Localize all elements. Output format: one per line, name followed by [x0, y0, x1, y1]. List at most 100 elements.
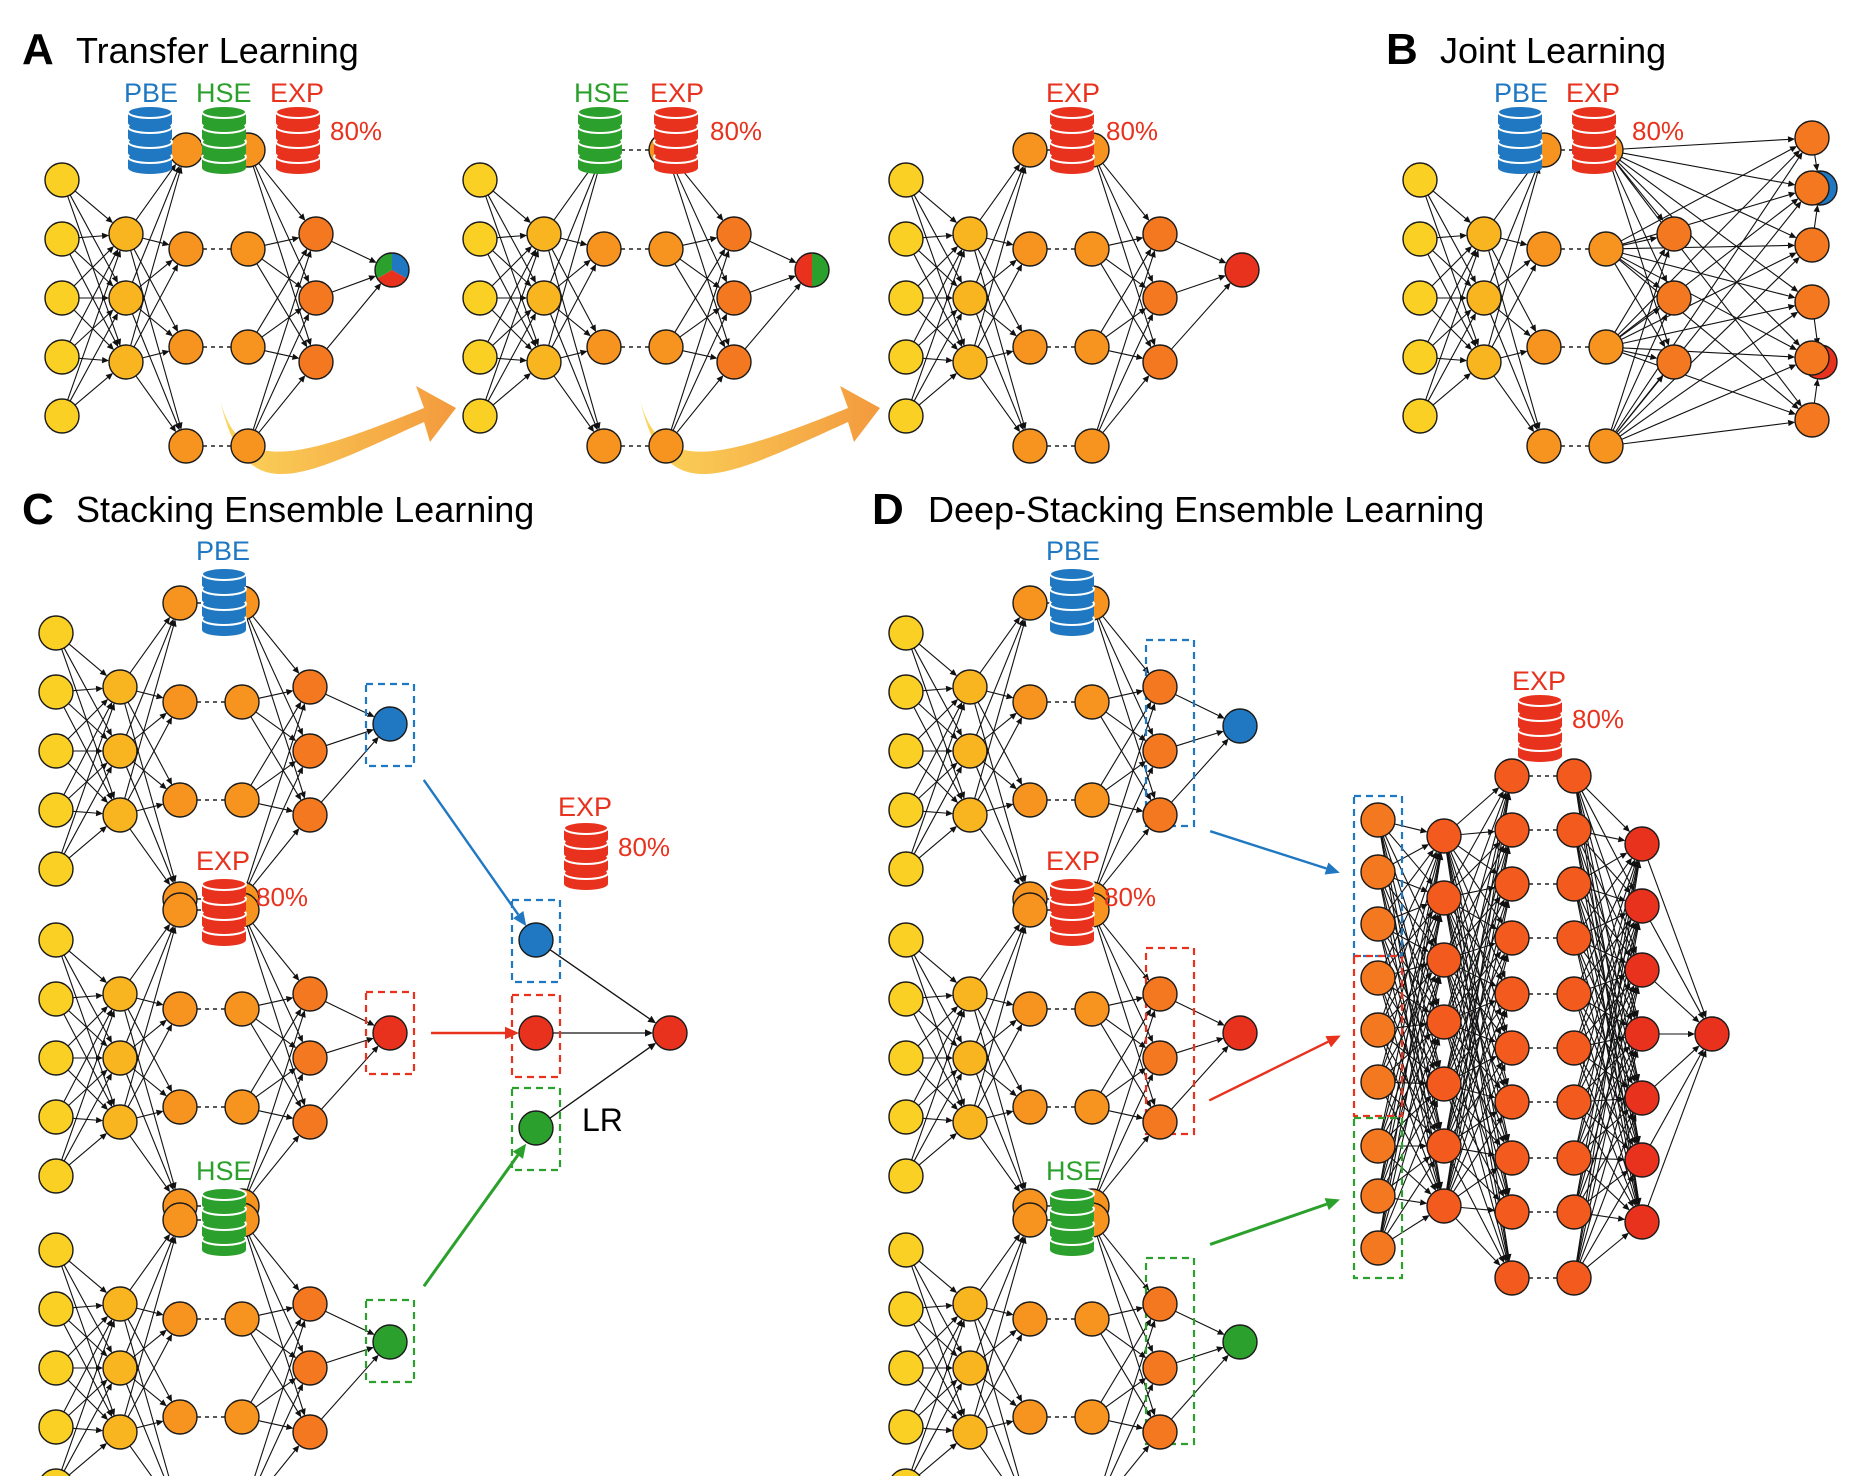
- final-output-exp: [1694, 1016, 1730, 1052]
- arrowhead: [159, 782, 167, 790]
- database-disk-top: [1497, 105, 1543, 119]
- database-icon: [653, 105, 699, 174]
- arrowhead: [1013, 923, 1021, 932]
- label-exp-share: 80%: [1632, 116, 1685, 146]
- arrowhead: [950, 732, 958, 740]
- connection-arrow: [125, 1242, 172, 1353]
- input-node: [1402, 339, 1438, 375]
- hidden-node: [162, 991, 198, 1027]
- connection-arrow: [982, 1068, 1012, 1093]
- connection-arrow: [258, 1110, 287, 1118]
- connection-arrow: [69, 194, 116, 278]
- label-exp-share: 80%: [1106, 116, 1159, 146]
- connection-arrow: [63, 706, 110, 794]
- hidden-node: [1142, 280, 1178, 316]
- arrowhead: [1144, 1099, 1152, 1108]
- database-disk-top: [201, 877, 247, 891]
- arrowhead: [1013, 1233, 1021, 1242]
- input-node: [1402, 280, 1438, 316]
- arrowhead: [1652, 307, 1661, 315]
- connection-arrow: [551, 269, 594, 348]
- connection-arrow: [672, 319, 725, 431]
- arrowhead: [721, 313, 727, 322]
- output-node-outline: [794, 252, 830, 288]
- connection-arrow: [1493, 375, 1531, 427]
- connection-arrow: [749, 240, 791, 261]
- arrowhead: [523, 372, 532, 380]
- input-node: [888, 1232, 924, 1268]
- connection-arrow: [487, 194, 534, 278]
- database-disk: [202, 934, 246, 946]
- database-icon: [563, 821, 609, 890]
- arrowhead: [524, 342, 532, 350]
- arrowhead: [159, 712, 167, 720]
- connection-arrow: [67, 1010, 104, 1047]
- connection-arrow: [974, 1242, 1024, 1416]
- arrowhead: [1005, 802, 1014, 809]
- connection-arrow: [1175, 1000, 1219, 1023]
- connection-arrow: [326, 288, 378, 350]
- input-node: [38, 615, 74, 651]
- output-node-outline: [374, 252, 410, 288]
- arrowhead: [1649, 353, 1658, 360]
- input-node: [38, 1040, 74, 1076]
- arrowhead: [163, 923, 171, 932]
- database-disk-top: [1571, 105, 1617, 119]
- database-disk-top: [201, 567, 247, 581]
- arrowhead: [165, 1334, 173, 1342]
- connection-arrow: [1380, 921, 1441, 1232]
- output-node-pbe: [372, 706, 408, 742]
- arrowhead: [174, 422, 180, 431]
- connection-arrow: [325, 1000, 369, 1023]
- arrowhead: [1135, 806, 1144, 813]
- connection-arrow: [254, 319, 307, 431]
- arrowhead: [366, 1346, 374, 1353]
- connection-arrow: [1619, 202, 1794, 338]
- arrowhead: [1792, 338, 1801, 346]
- arrowhead: [367, 1019, 375, 1026]
- arrowhead: [300, 248, 308, 257]
- deep-hidden-node: [1494, 1260, 1530, 1296]
- connection-arrow: [1621, 352, 1790, 413]
- arrowhead: [1813, 378, 1820, 387]
- hidden-node: [1142, 733, 1178, 769]
- hse-selection-box: [510, 1086, 562, 1172]
- connection-arrow: [918, 830, 953, 859]
- input-node: [1402, 398, 1438, 434]
- arrowhead: [1015, 1024, 1023, 1032]
- arrowhead: [1144, 248, 1152, 257]
- connection-arrow: [1622, 238, 1651, 246]
- database-disk-top: [1049, 105, 1095, 119]
- connection-arrow: [979, 929, 1017, 981]
- arrowhead: [105, 1345, 112, 1354]
- connection-arrow: [331, 277, 370, 293]
- arrowhead: [105, 765, 112, 774]
- transfer-arrow-icon: [640, 386, 880, 475]
- arrowhead: [1009, 782, 1017, 790]
- connection-arrow: [1590, 1157, 1619, 1160]
- database-disk-top: [1049, 567, 1095, 581]
- connection-arrow: [982, 308, 1012, 333]
- connection-arrow: [553, 169, 591, 221]
- deep-hidden-node: [1426, 818, 1462, 854]
- database-disk-top: [577, 105, 623, 119]
- input-node: [38, 733, 74, 769]
- arrowhead: [288, 760, 297, 768]
- connection-arrow: [1614, 263, 1663, 342]
- arrowhead: [171, 324, 179, 332]
- arrowhead: [292, 828, 300, 836]
- connection-arrow: [975, 932, 1022, 1043]
- output-node-pbe: [1222, 708, 1258, 744]
- connection-arrow: [250, 1014, 299, 1093]
- arrowhead: [1787, 353, 1796, 360]
- database-icon: [201, 105, 247, 174]
- connection-arrow: [674, 254, 723, 333]
- arrowhead: [1005, 240, 1014, 247]
- arrowhead: [95, 992, 104, 1000]
- arrowhead: [1658, 339, 1666, 348]
- connection-arrow: [982, 1023, 1012, 1048]
- connection-arrow: [250, 1023, 299, 1102]
- arrowhead: [1523, 259, 1531, 267]
- connection-arrow: [682, 238, 711, 246]
- panel-d-letter: D: [872, 485, 904, 534]
